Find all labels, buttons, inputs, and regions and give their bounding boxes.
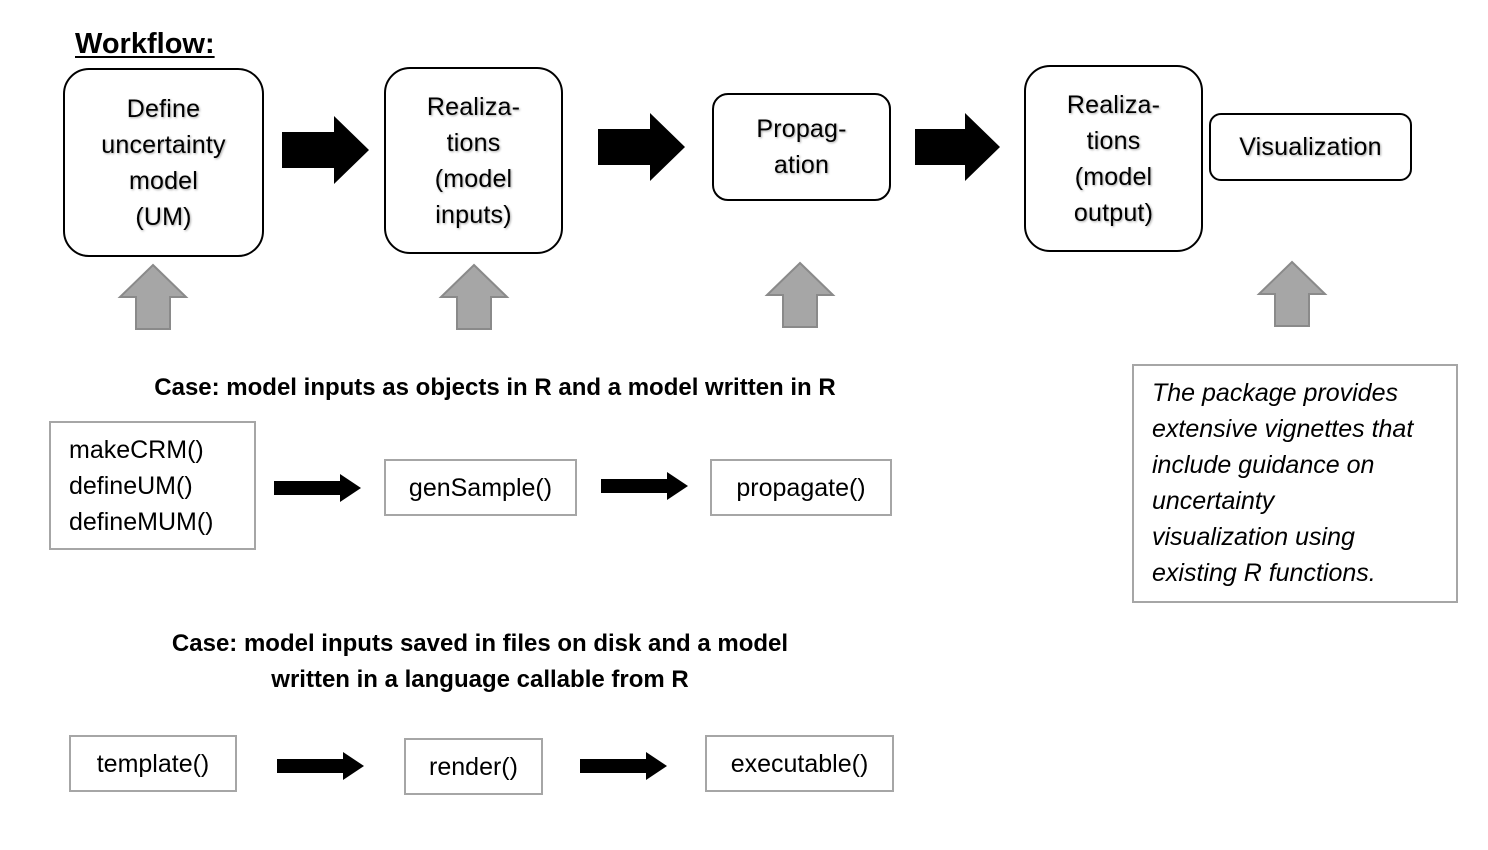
function-label: executable() [730,749,869,778]
flow-arrow-2 [598,113,685,181]
up-arrow-1 [117,263,189,330]
function-label: genSample() [408,473,553,502]
arrow-up-icon [117,263,189,330]
function-label: render() [429,752,518,781]
stage-define-uncertainty-model: Define uncertainty model (UM) [63,68,264,257]
function-label: propagate() [736,473,866,502]
function-box-propagate: propagate() [710,459,892,516]
stage-label: Visualization [1239,133,1382,161]
stage-visualization: Visualization [1209,113,1412,181]
stage-realizations-model-output: Realiza- tions (model output) [1024,65,1203,252]
function-box-gen-sample: genSample() [384,459,577,516]
workflow-heading: Workflow: [75,28,215,60]
flow-arrow-3 [915,113,1000,181]
arrow-right-icon [915,113,1000,181]
function-box-template: template() [69,735,237,792]
stage-propagation: Propag- ation [712,93,891,201]
case2-arrow-2 [580,752,667,780]
case2-title: Case: model inputs saved in files on dis… [171,630,789,693]
up-arrow-3 [764,261,836,328]
arrow-right-icon [598,113,685,181]
arrow-right-icon [580,752,667,780]
arrow-right-icon [277,752,364,780]
case1-arrow-2 [601,472,688,500]
function-label: makeCRM() defineUM() defineMUM() [69,435,214,536]
function-box-render: render() [404,738,543,795]
stage-label: Propag- ation [756,115,847,179]
vignettes-note: The package provides extensive vignettes… [1132,364,1458,603]
arrow-right-icon [274,474,361,502]
stage-label: Realiza- tions (model output) [1066,90,1161,227]
function-box-executable: executable() [705,735,894,792]
case1-title: Case: model inputs as objects in R and a… [154,374,836,401]
arrow-up-icon [764,261,836,328]
arrow-right-icon [282,116,369,184]
case1-arrow-1 [274,474,361,502]
arrow-up-icon [1256,260,1328,327]
function-box-make-crm-define-um: makeCRM() defineUM() defineMUM() [49,421,256,550]
up-arrow-4 [1256,260,1328,327]
case2-arrow-1 [277,752,364,780]
stage-label: Realiza- tions (model inputs) [426,92,521,229]
stage-realizations-model-inputs: Realiza- tions (model inputs) [384,67,563,254]
function-label: template() [96,749,210,778]
stage-label: Define uncertainty model (UM) [101,94,226,231]
arrow-right-icon [601,472,688,500]
up-arrow-2 [438,263,510,330]
arrow-up-icon [438,263,510,330]
flow-arrow-1 [282,116,369,184]
